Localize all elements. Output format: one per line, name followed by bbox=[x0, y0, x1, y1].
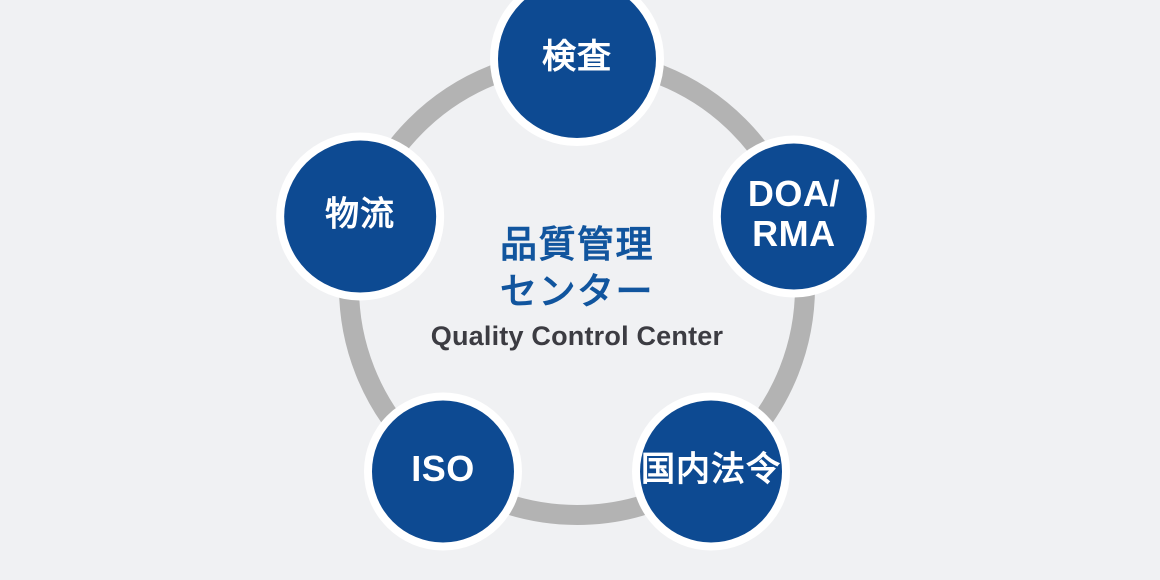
node-label-iso: ISO bbox=[411, 448, 475, 489]
node-disc-iso[interactable] bbox=[371, 400, 514, 543]
node-disc-doa-rma[interactable] bbox=[720, 143, 867, 290]
node-label-logistics: 物流 bbox=[325, 196, 395, 234]
node-disc-domestic-law[interactable] bbox=[640, 400, 783, 543]
nodes-layer: 検査 DOA/RMA 国内法令 ISO 物流 bbox=[276, 0, 875, 551]
node-logistics[interactable]: 物流 bbox=[276, 132, 445, 301]
node-label-domestic-law: 国内法令 bbox=[641, 450, 781, 488]
node-label-doa-rma-line1: DOA/ bbox=[748, 173, 840, 214]
node-disc-logistics[interactable] bbox=[284, 140, 437, 293]
node-doa-rma[interactable]: DOA/RMA bbox=[712, 135, 875, 298]
node-inspection[interactable]: 検査 bbox=[490, 0, 664, 146]
node-domestic-law[interactable]: 国内法令 bbox=[632, 392, 791, 551]
node-disc-inspection[interactable] bbox=[498, 0, 656, 138]
node-label-inspection: 検査 bbox=[542, 38, 612, 76]
node-iso[interactable]: ISO bbox=[363, 392, 522, 551]
node-label-doa-rma-line2: RMA bbox=[752, 213, 835, 254]
